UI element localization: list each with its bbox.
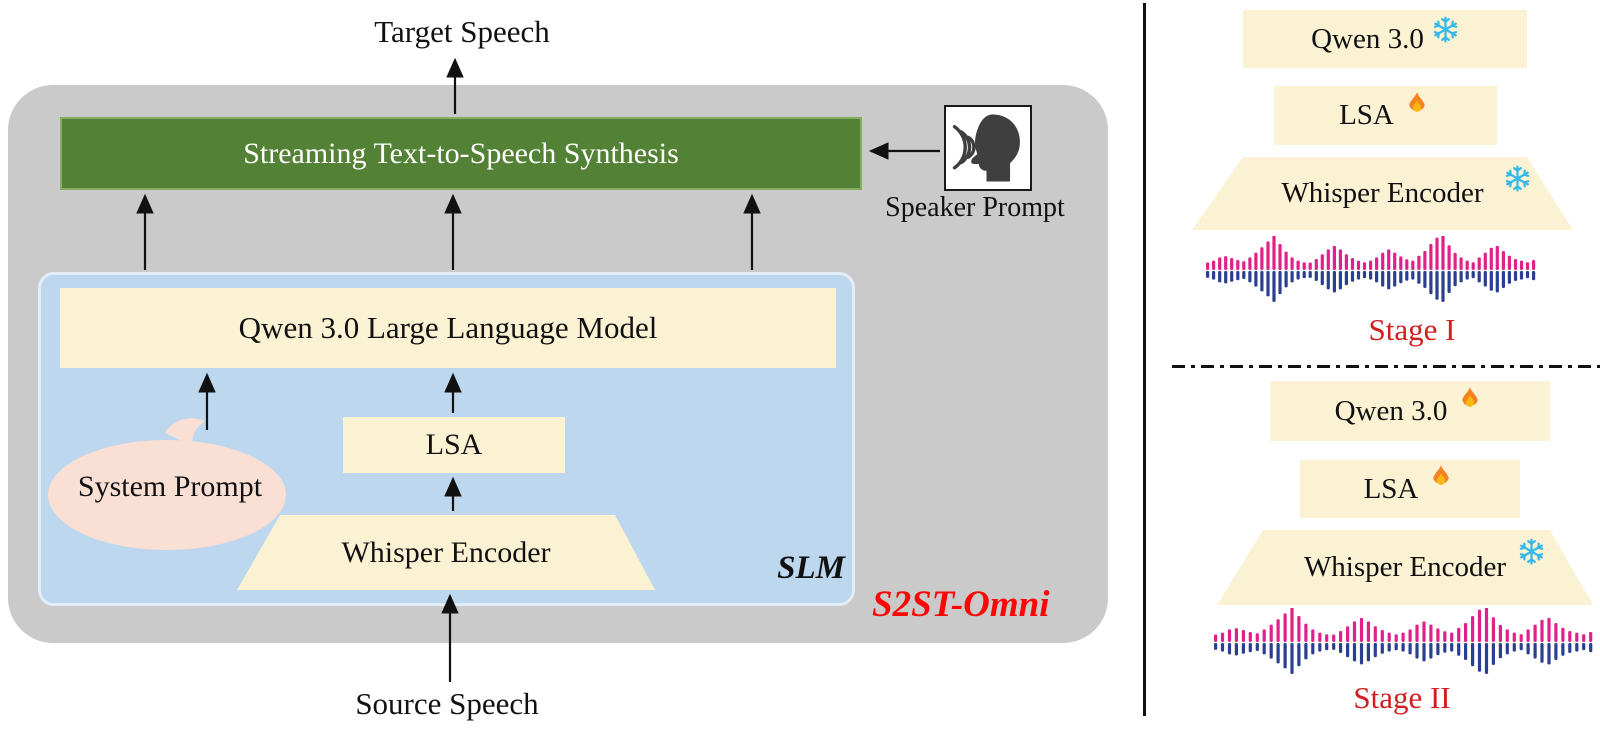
system-prompt-label: System Prompt (77, 470, 263, 503)
stage-divider-line (1172, 365, 1600, 368)
stage2-waveform (1214, 608, 1593, 674)
flame-icon (1409, 91, 1425, 112)
model-name-label: S2ST-Omni (872, 584, 1050, 625)
speaker-prompt-label: Speaker Prompt (885, 192, 1065, 223)
stage1-whisper-label: Whisper Encoder (1281, 177, 1484, 209)
stage2-lsa-label: LSA (1363, 472, 1419, 505)
stage2-qwen-label: Qwen 3.0 (1334, 394, 1448, 427)
flame-icon (1433, 465, 1450, 485)
stage2-whisper-label: Whisper Encoder (1303, 551, 1507, 583)
snowflake-icon (1433, 16, 1458, 42)
qwen-llm-label: Qwen 3.0 Large Language Model (238, 310, 658, 345)
stage1-lsa-box: LSA (1274, 86, 1497, 145)
stage1-qwen-box: Qwen 3.0 (1243, 10, 1527, 68)
target-speech-label: Target Speech (374, 14, 550, 49)
source-speech-label: Source Speech (355, 686, 539, 721)
qwen-llm-box: Qwen 3.0 Large Language Model (60, 288, 836, 368)
stage1-label: Stage I (1368, 312, 1456, 347)
stage1-qwen-label: Qwen 3.0 (1311, 22, 1424, 55)
stage1-whisper-box: Whisper Encoder (1192, 157, 1573, 230)
tts-synthesis-box: Streaming Text-to-Speech Synthesis (60, 117, 862, 190)
stage1-waveform (1206, 236, 1536, 302)
speaker-prompt-box (944, 105, 1032, 191)
snowflake-icon (1519, 538, 1544, 565)
tts-synthesis-label: Streaming Text-to-Speech Synthesis (243, 136, 679, 170)
panel-divider-line (1143, 3, 1146, 716)
snowflake-icon (1505, 165, 1530, 192)
stage2-qwen-box: Qwen 3.0 (1270, 381, 1550, 441)
lsa-box: LSA (343, 417, 565, 473)
stage2-whisper-box: Whisper Encoder (1217, 530, 1593, 605)
slm-tag: SLM (777, 550, 845, 586)
flame-icon (1462, 387, 1479, 407)
stage1-lsa-label: LSA (1339, 99, 1394, 131)
lsa-label: LSA (425, 428, 483, 461)
system-prompt-bubble (48, 418, 286, 550)
whisper-encoder-label: Whisper Encoder (341, 535, 551, 569)
speaking-head-icon (952, 112, 1022, 184)
stage2-lsa-box: LSA (1300, 460, 1520, 518)
stage2-label: Stage II (1353, 680, 1451, 715)
whisper-encoder-box: Whisper Encoder (237, 515, 655, 590)
